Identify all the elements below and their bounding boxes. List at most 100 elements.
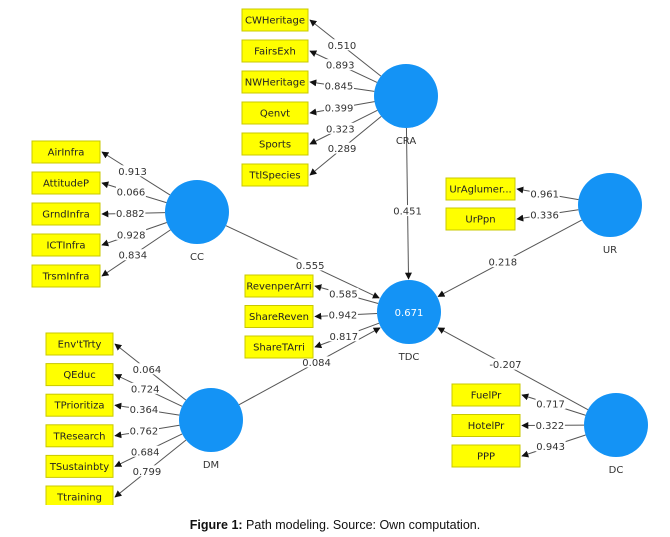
indicator-cra[interactable]: Sports bbox=[241, 132, 309, 156]
loading-label: 0.585 bbox=[329, 289, 358, 300]
r-squared-value: 0.671 bbox=[395, 308, 424, 319]
indicator-tdc[interactable]: RevenperArri bbox=[244, 274, 314, 298]
indicator-box bbox=[31, 171, 101, 195]
indicator-label: NWHeritage bbox=[245, 78, 305, 89]
loading-label-bg bbox=[117, 165, 148, 177]
indicator-box bbox=[445, 207, 516, 231]
loading-label-bg bbox=[325, 122, 356, 134]
path-coef-dm: 0.084 bbox=[302, 358, 331, 369]
indicator-cra[interactable]: NWHeritage bbox=[241, 70, 309, 94]
loading-label-bg bbox=[529, 208, 560, 220]
latent-tdc[interactable]: TDC 0.671 bbox=[377, 280, 441, 363]
indicator-label: RevenperArri bbox=[246, 282, 311, 293]
loading-label: 0.323 bbox=[326, 124, 355, 135]
indicator-box bbox=[45, 332, 114, 356]
loading-label-bg bbox=[115, 185, 146, 197]
indicator-tdc[interactable]: ShareReven bbox=[244, 305, 314, 328]
loading-label: 0.510 bbox=[328, 41, 357, 52]
loading-label: 0.961 bbox=[530, 189, 559, 200]
indicator-box bbox=[451, 444, 521, 468]
latent-dm[interactable]: DM bbox=[179, 388, 243, 471]
indicator-dc[interactable]: HotelPr bbox=[451, 414, 521, 437]
loading-label: 0.724 bbox=[131, 384, 160, 395]
indicator-dc[interactable]: PPP bbox=[451, 444, 521, 468]
indicator-cc[interactable]: GrndInfra bbox=[31, 202, 101, 226]
indicator-box bbox=[451, 414, 521, 437]
indicator-cra[interactable]: TtlSpecies bbox=[241, 163, 309, 187]
latent-label: DM bbox=[203, 460, 219, 471]
indicator-cc[interactable]: TrsmInfra bbox=[31, 264, 101, 288]
loading-label-bg bbox=[535, 440, 566, 452]
indicator-dm[interactable]: QEduc bbox=[45, 363, 114, 387]
caption-prefix: Figure 1: bbox=[189, 518, 243, 532]
loading-label: 0.322 bbox=[536, 421, 565, 432]
loading-label: 0.064 bbox=[133, 365, 162, 376]
indicator-label: Ttraining bbox=[56, 493, 102, 504]
indicator-label: TResearch bbox=[53, 431, 106, 442]
indicator-ur[interactable]: UrPpn bbox=[445, 207, 516, 231]
indicator-tdc[interactable]: ShareTArri bbox=[244, 335, 314, 359]
indicator-ur[interactable]: UrAglumer... bbox=[445, 177, 516, 201]
loading-label: 0.845 bbox=[325, 82, 354, 93]
loading-label: 0.289 bbox=[328, 144, 357, 155]
indicator-cc[interactable]: AirInfra bbox=[31, 140, 101, 164]
loading-label-bg bbox=[529, 187, 560, 199]
indicator-label: FuelPr bbox=[471, 391, 502, 402]
latent-label: TDC bbox=[398, 352, 420, 363]
path-coef-cc-bg bbox=[295, 259, 326, 271]
loading-label-bg bbox=[115, 207, 146, 219]
indicator-box bbox=[451, 383, 521, 407]
indicator-dm[interactable]: TSustainbty bbox=[45, 454, 114, 478]
indicator-box bbox=[45, 424, 114, 448]
indicator-dc[interactable]: FuelPr bbox=[451, 383, 521, 407]
loading-label: 0.336 bbox=[530, 210, 559, 221]
loading-label: 0.928 bbox=[117, 230, 146, 241]
indicator-box bbox=[31, 264, 101, 288]
loading-label: 0.913 bbox=[118, 167, 147, 178]
indicator-cra[interactable]: FairsExh bbox=[241, 39, 309, 63]
loading-label-bg bbox=[326, 39, 357, 51]
indicator-box bbox=[45, 485, 114, 505]
indicator-label: QEduc bbox=[63, 370, 95, 381]
latent-dc[interactable]: DC bbox=[584, 393, 648, 476]
loading-label-bg bbox=[130, 445, 161, 457]
path-coef-dc-bg bbox=[487, 358, 524, 370]
latent-label: CC bbox=[190, 252, 204, 263]
indicator-cra[interactable]: CWHeritage bbox=[241, 8, 309, 32]
latent-cra[interactable]: CRA bbox=[374, 64, 438, 147]
indicator-box bbox=[445, 177, 516, 201]
indicator-dm[interactable]: Ttraining bbox=[45, 485, 114, 505]
indicator-label: ICTInfra bbox=[46, 241, 85, 252]
loading-label: 0.799 bbox=[133, 467, 162, 478]
indicator-dm[interactable]: TResearch bbox=[45, 424, 114, 448]
loading-label-bg bbox=[327, 309, 358, 321]
indicator-box bbox=[241, 39, 309, 63]
indicator-cc[interactable]: AttitudeP bbox=[31, 171, 101, 195]
indicator-box bbox=[31, 202, 101, 226]
indicator-label: AirInfra bbox=[48, 148, 85, 159]
indicator-label: AttitudeP bbox=[43, 179, 89, 190]
path-coef-dm-bg bbox=[301, 356, 332, 368]
indicator-label: TrsmInfra bbox=[42, 272, 90, 283]
indicator-label: UrPpn bbox=[465, 215, 495, 226]
indicator-label: Sports bbox=[259, 140, 291, 151]
indicator-box bbox=[241, 132, 309, 156]
indicator-label: FairsExh bbox=[254, 47, 296, 58]
latent-circle bbox=[584, 393, 648, 457]
indicator-cra[interactable]: Qenvt bbox=[241, 101, 309, 125]
indicator-label: TtlSpecies bbox=[248, 171, 300, 182]
path-coef-cra-bg bbox=[392, 205, 423, 217]
loading-label: 0.762 bbox=[130, 427, 159, 438]
indicator-box bbox=[45, 363, 114, 387]
indicator-box bbox=[241, 163, 309, 187]
indicator-box bbox=[241, 101, 309, 125]
indicator-box bbox=[241, 70, 309, 94]
indicator-label: UrAglumer... bbox=[449, 185, 511, 196]
indicator-cc[interactable]: ICTInfra bbox=[31, 233, 101, 257]
latent-ur[interactable]: UR bbox=[578, 173, 642, 256]
loading-label-bg bbox=[128, 425, 159, 437]
indicator-dm[interactable]: Env'tTrty bbox=[45, 332, 114, 356]
indicator-dm[interactable]: TPrioritiza bbox=[45, 393, 114, 417]
latent-cc[interactable]: CC bbox=[165, 180, 229, 263]
loading-label-bg bbox=[117, 249, 148, 261]
